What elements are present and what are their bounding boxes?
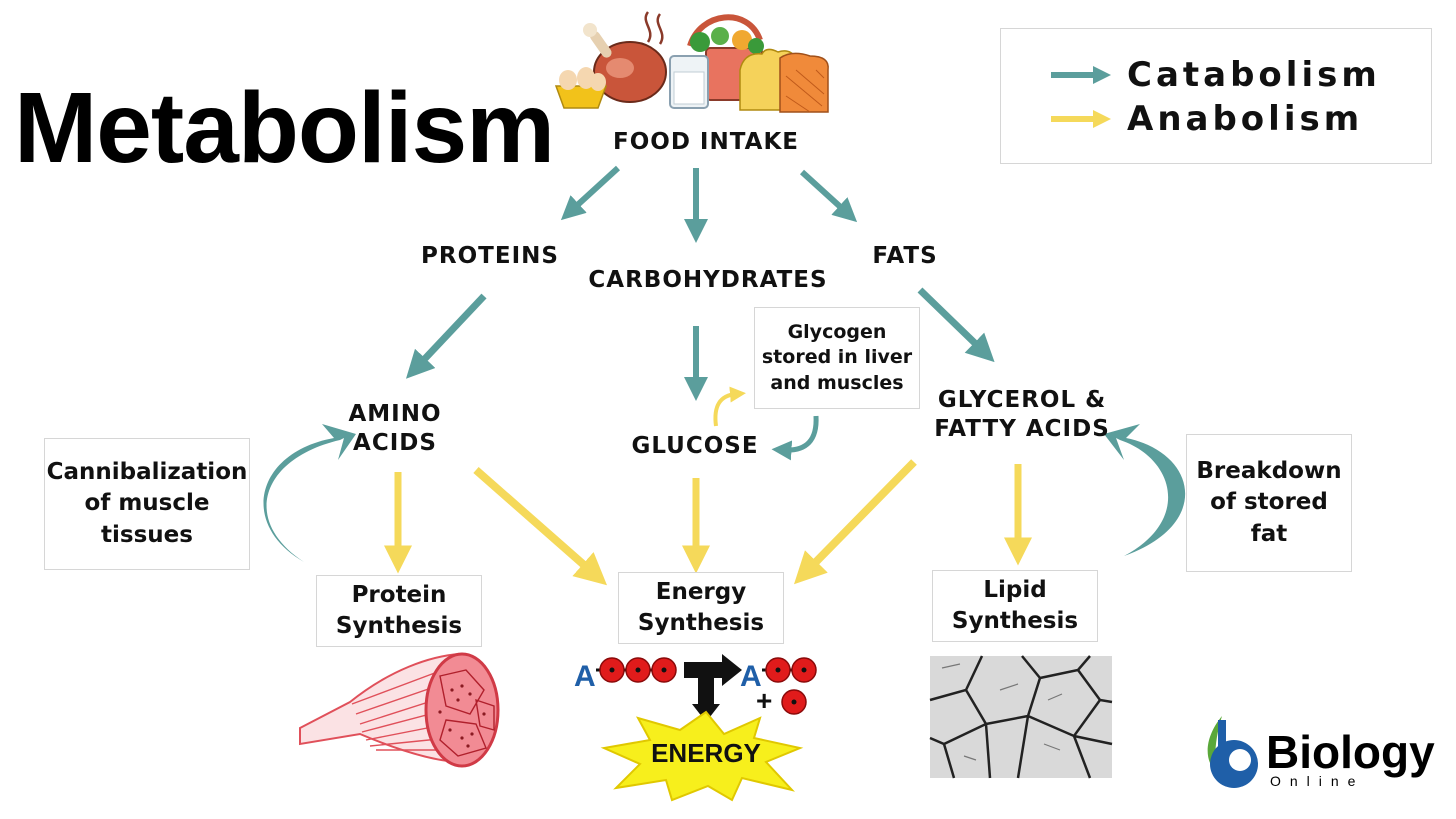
node-food-intake: FOOD INTAKE (613, 129, 799, 155)
node-amino-acids-line2: ACIDS (353, 429, 437, 456)
breakdown-line3: fat (1250, 520, 1288, 547)
arrow-food-to-proteins (560, 165, 621, 221)
anabolism-arrow-icon (1051, 110, 1111, 128)
lipid-synthesis-line1: Lipid (983, 576, 1047, 603)
glycogen-line3: and muscles (770, 371, 904, 394)
logo-name: Biology (1266, 726, 1435, 778)
adipose-tissue-icon (929, 655, 1113, 779)
legend-anabolism: Anabolism (1049, 99, 1363, 139)
box-lipid-synthesis: Lipid Synthesis (932, 570, 1098, 642)
box-cannibalization: Cannibalization of muscle tissues (44, 438, 250, 570)
box-energy-synthesis: Energy Synthesis (618, 572, 784, 644)
curved-arrow-cannibalization (263, 424, 356, 562)
breakdown-line1: Breakdown (1196, 458, 1342, 485)
adenine-label-atp: A (574, 660, 596, 693)
lipid-synthesis-line2: Synthesis (951, 608, 1079, 634)
glycogen-line2: stored in liver (761, 346, 913, 369)
catabolism-arrows (263, 165, 1186, 562)
arrow-glucose-to-glycogen (713, 386, 746, 427)
muscle-fiber-icon (299, 652, 500, 768)
adenine-label-adp: A (740, 660, 762, 693)
node-glycerol-fatty-acids: GLYCEROL & FATTY ACIDS (922, 386, 1122, 444)
node-glucose: GLUCOSE (631, 433, 759, 459)
box-protein-synthesis: Protein Synthesis (316, 575, 482, 647)
cannibalization-line1: Cannibalization (46, 459, 248, 486)
energy-starburst-icon: ENERGY (600, 710, 804, 802)
catabolism-arrow-icon (1051, 66, 1111, 84)
glycogen-line1: Glycogen (787, 320, 887, 343)
legend-catabolism-label: Catabolism (1127, 55, 1381, 95)
arrow-fats-to-glycerol (917, 287, 995, 363)
node-glycerol-line2: FATTY ACIDS (934, 415, 1110, 442)
breakdown-line2: of stored (1210, 489, 1328, 516)
cannibalization-line2: of muscle (84, 490, 210, 517)
plus-sign: + (756, 685, 772, 716)
arrow-glycogen-to-glucose (771, 415, 819, 461)
curved-arrow-breakdown (1104, 424, 1186, 556)
arrow-glycerol-to-energy (793, 459, 917, 585)
node-amino-acids-line1: AMINO (348, 401, 442, 427)
node-fats: FATS (872, 243, 938, 269)
energy-synthesis-line2: Synthesis (637, 610, 765, 636)
protein-synthesis-line2: Synthesis (335, 613, 463, 639)
energy-synthesis-line1: Energy (655, 578, 747, 605)
biology-online-logo: Biology Online (1207, 716, 1435, 789)
box-breakdown: Breakdown of stored fat (1186, 434, 1352, 572)
arrow-amino-to-energy (473, 466, 608, 586)
arrow-proteins-to-amino (405, 293, 487, 379)
legend: Catabolism Anabolism (1000, 28, 1432, 164)
protein-synthesis-line1: Protein (351, 581, 447, 608)
box-glycogen: Glycogen stored in liver and muscles (754, 307, 920, 409)
node-proteins: PROTEINS (421, 243, 559, 269)
energy-label: ENERGY (651, 738, 761, 768)
node-carbohydrates: CARBOHYDRATES (588, 267, 828, 293)
anabolism-arrows (384, 386, 1032, 586)
legend-anabolism-label: Anabolism (1127, 99, 1364, 139)
legend-catabolism: Catabolism (1049, 55, 1381, 95)
node-amino-acids: AMINO ACIDS (330, 400, 460, 458)
atp-reaction-icon: A A + (574, 654, 817, 722)
arrow-food-to-fats (799, 169, 858, 223)
page-title: Metabolism (14, 72, 555, 184)
node-glycerol-line1: GLYCEROL & (937, 387, 1107, 413)
food-illustration-icon (554, 11, 829, 113)
logo-subtitle: Online (1270, 773, 1364, 789)
cannibalization-line3: tissues (101, 521, 193, 548)
